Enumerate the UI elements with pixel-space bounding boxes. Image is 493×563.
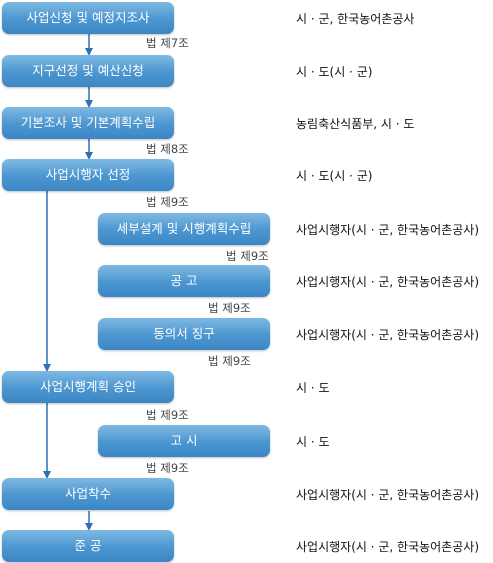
agency-5: 사업시행자(시 · 군, 한국농어촌공사)	[296, 223, 479, 237]
law-ref-6: 법 제9조	[208, 354, 251, 368]
agency-8: 시 · 도	[296, 381, 330, 395]
law-ref-7: 법 제9조	[146, 408, 189, 422]
law-ref-4: 법 제9조	[226, 249, 269, 263]
agency-6: 사업시행자(시 · 군, 한국농어촌공사)	[296, 275, 479, 289]
law-ref-8: 법 제9조	[146, 461, 189, 475]
law-ref-5: 법 제9조	[208, 301, 251, 315]
step-box-3: 기본조사 및 기본계획수립	[2, 107, 174, 139]
step-box-9: 고 시	[98, 425, 270, 457]
law-ref-2: 법 제8조	[146, 142, 189, 156]
agency-1: 시 · 군, 한국농어촌공사	[296, 12, 415, 26]
agency-11: 사업시행자(시 · 군, 한국농어촌공사)	[296, 540, 479, 554]
step-box-6: 공 고	[98, 265, 270, 297]
agency-3: 농림축산식품부, 시 · 도	[296, 117, 415, 131]
step-box-4: 사업시행자 선정	[2, 159, 174, 191]
agency-10: 사업시행자(시 · 군, 한국농어촌공사)	[296, 488, 479, 502]
agency-2: 시 · 도(시 · 군)	[296, 65, 373, 79]
agency-7: 사업시행자(시 · 군, 한국농어촌공사)	[296, 328, 479, 342]
step-box-2: 지구선정 및 예산신청	[2, 55, 174, 87]
step-box-1: 사업신청 및 예정지조사	[2, 2, 174, 34]
law-ref-1: 법 제7조	[146, 36, 189, 50]
agency-9: 시 · 도	[296, 435, 330, 449]
step-box-11: 준 공	[2, 530, 174, 562]
law-ref-3: 법 제9조	[146, 195, 189, 209]
step-box-5: 세부설계 및 시행계획수립	[98, 213, 270, 245]
step-box-7: 동의서 징구	[98, 318, 270, 350]
step-box-10: 사업착수	[2, 478, 174, 510]
agency-4: 시 · 도(시 · 군)	[296, 169, 373, 183]
step-box-8: 사업시행계획 승인	[2, 371, 174, 403]
